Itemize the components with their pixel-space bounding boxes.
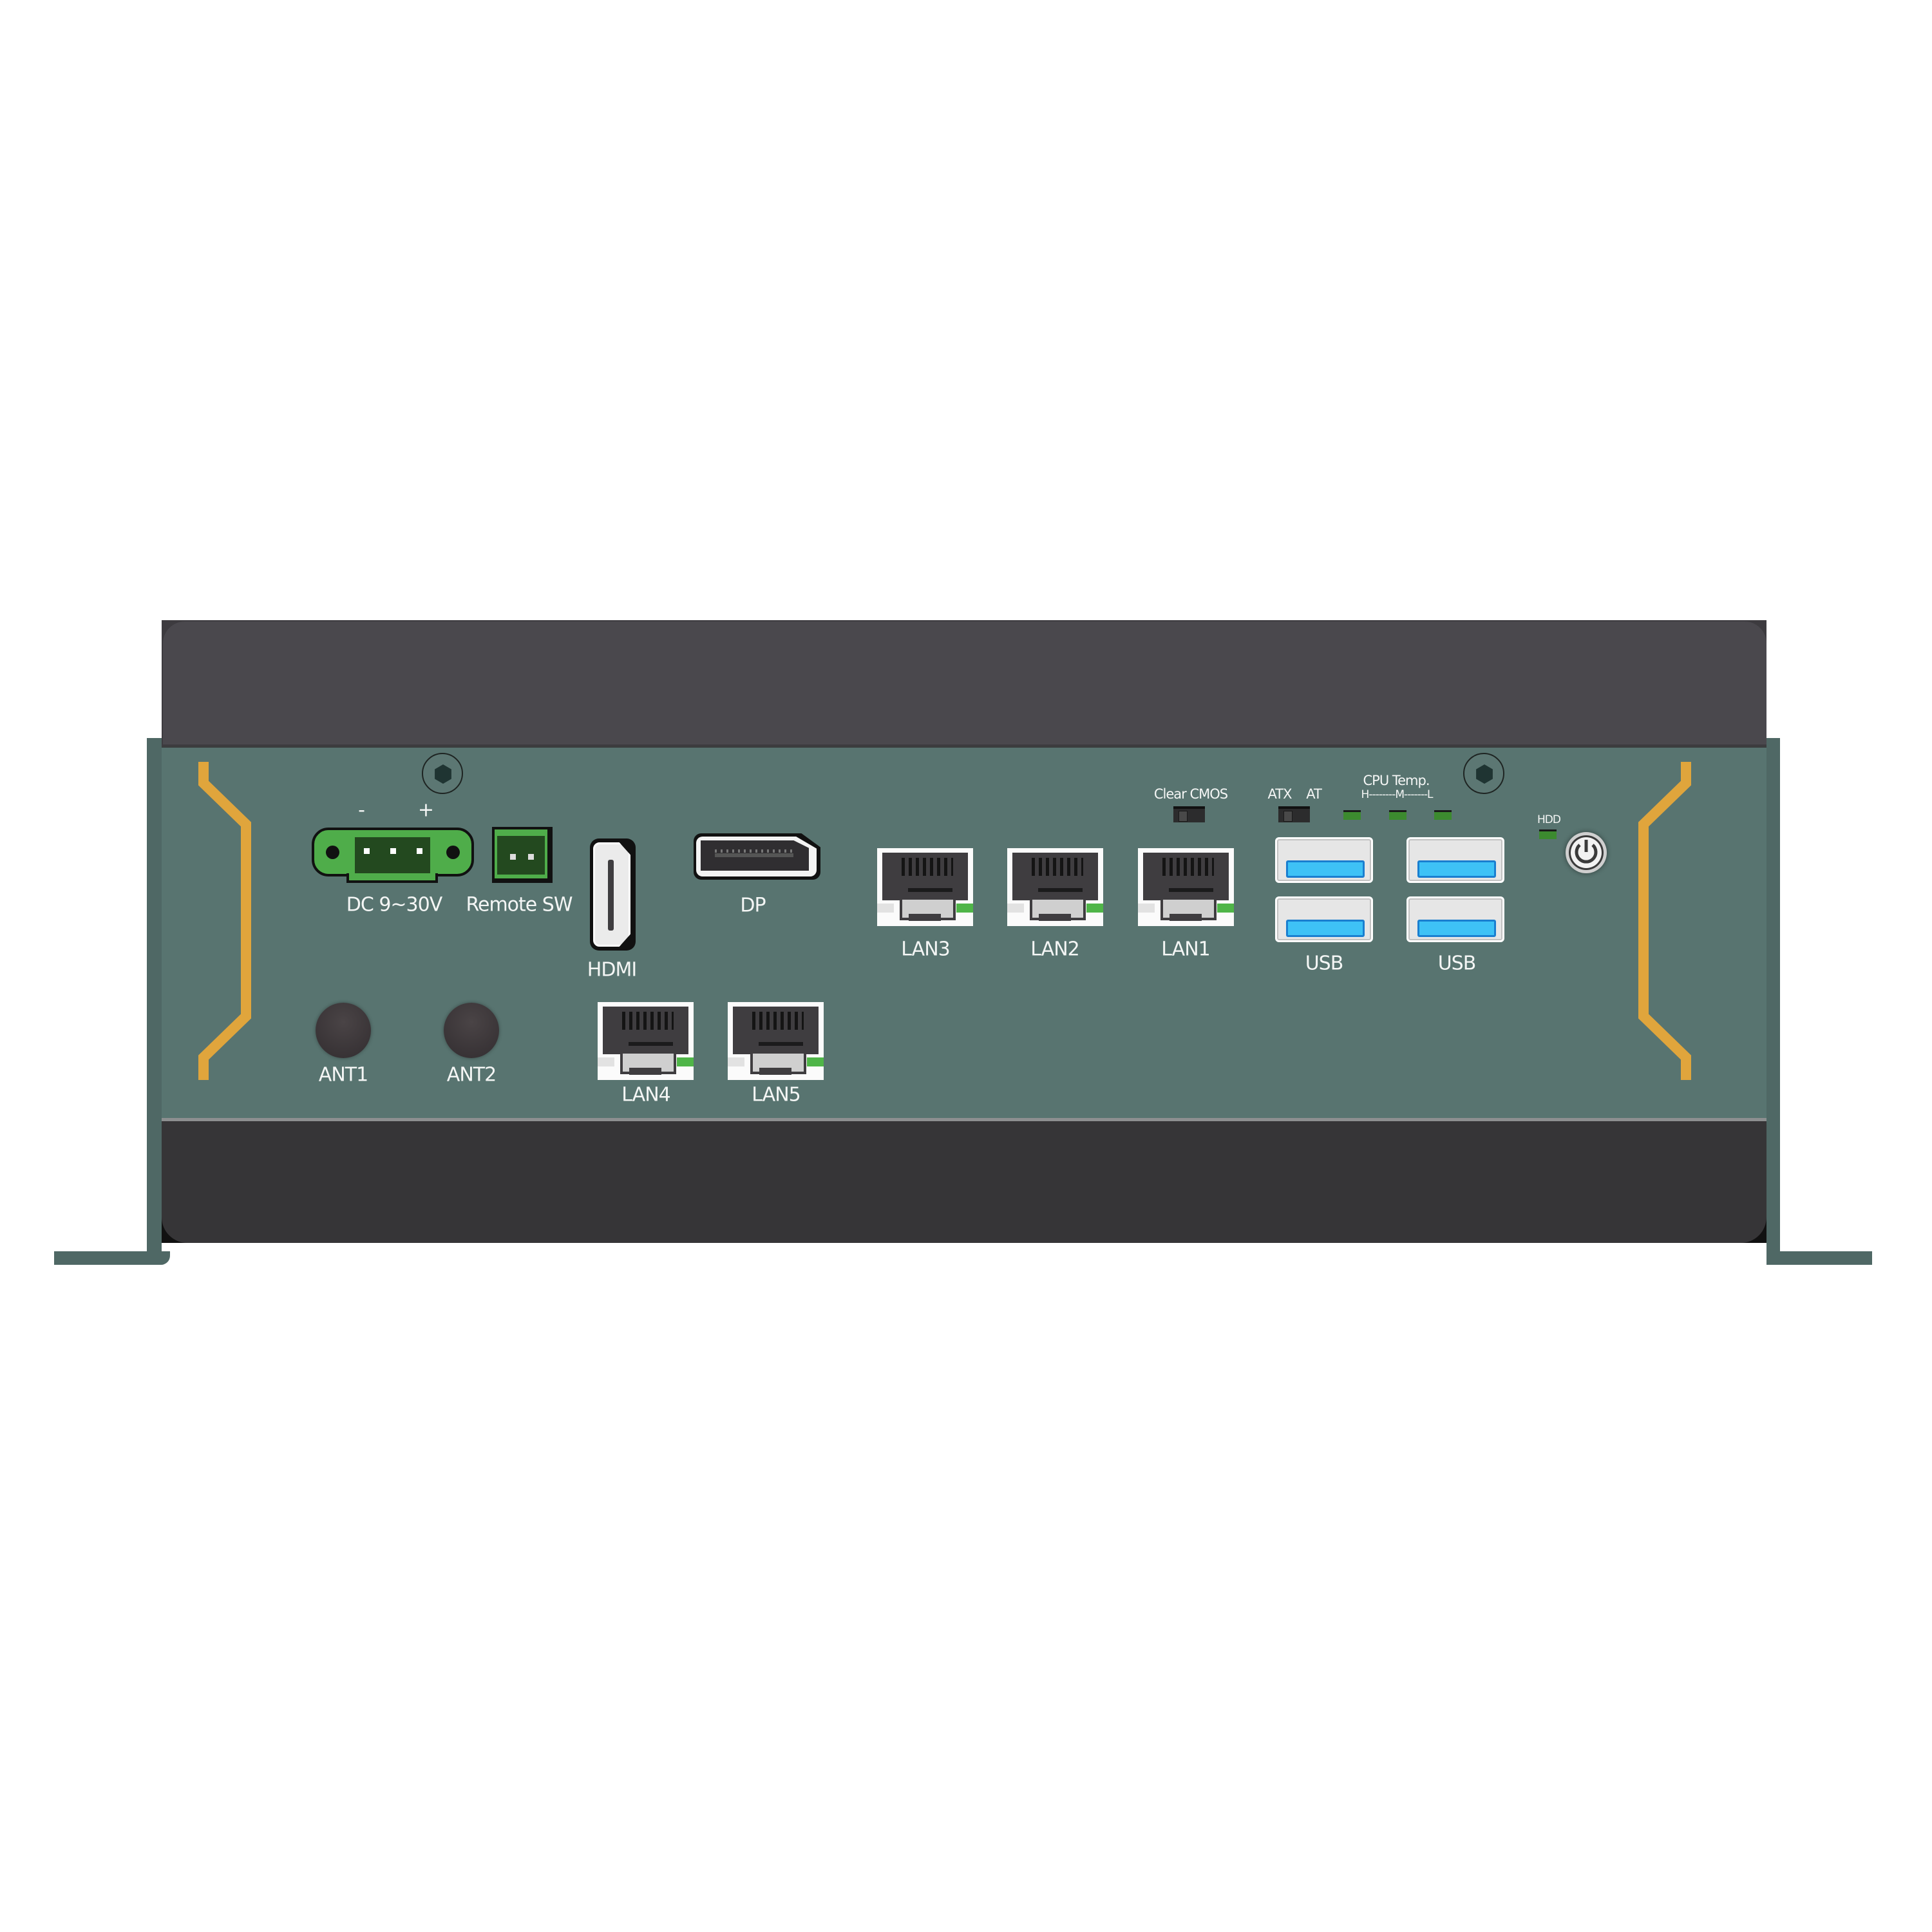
lan-link-led xyxy=(1086,904,1103,913)
hdmi-port[interactable] xyxy=(590,838,636,951)
usb-port-2b[interactable] xyxy=(1406,896,1504,942)
usb-port-1a[interactable] xyxy=(1275,837,1373,883)
lan-link-led xyxy=(956,904,973,913)
terminal-screw-hole-right xyxy=(446,846,460,859)
lan-activity-led xyxy=(598,1057,614,1066)
hdd-label: HDD xyxy=(1537,813,1561,826)
lan-activity-led xyxy=(1138,904,1155,913)
cpu-temp-led-high xyxy=(1343,810,1361,820)
lan1-label: LAN1 xyxy=(1161,938,1210,961)
top-case xyxy=(162,620,1766,747)
panel-screw-left xyxy=(422,753,463,794)
lan2-label: LAN2 xyxy=(1030,938,1079,961)
displayport-port[interactable] xyxy=(694,833,820,880)
terminal-socket xyxy=(355,837,430,875)
left-mounting-foot xyxy=(54,1251,170,1265)
remote-switch-label: Remote SW xyxy=(466,893,573,916)
lan2-port[interactable] xyxy=(1007,848,1103,926)
polarity-plus-label: + xyxy=(417,799,434,822)
lan1-port[interactable] xyxy=(1138,848,1234,926)
at-label: AT xyxy=(1306,786,1322,802)
bottom-case xyxy=(162,1118,1766,1243)
power-button[interactable] xyxy=(1566,832,1607,873)
lan5-label: LAN5 xyxy=(752,1083,800,1106)
usb-group-1-label: USB xyxy=(1305,952,1344,975)
lan-activity-led xyxy=(1007,904,1024,913)
left-mounting-flange xyxy=(147,738,162,1265)
antenna-port-1[interactable] xyxy=(316,1003,371,1058)
atx-label: ATX xyxy=(1267,786,1293,802)
lan-link-led xyxy=(677,1057,694,1066)
terminal-screw-hole-left xyxy=(326,846,339,859)
usb-port-2a[interactable] xyxy=(1406,837,1504,883)
lan-activity-led xyxy=(728,1057,744,1066)
lan3-label: LAN3 xyxy=(901,938,950,961)
remote-switch-terminal[interactable] xyxy=(492,827,553,883)
dc-power-terminal[interactable] xyxy=(312,828,474,876)
cpu-temp-led-medium xyxy=(1389,810,1406,820)
ant2-label: ANT2 xyxy=(446,1063,497,1086)
cpu-temp-title: CPU Temp. xyxy=(1363,773,1430,788)
lan3-port[interactable] xyxy=(877,848,973,926)
dc-terminal-tab xyxy=(346,873,438,883)
hdmi-label: HDMI xyxy=(587,958,637,981)
lan-link-led xyxy=(807,1057,824,1066)
lan-link-led xyxy=(1217,904,1234,913)
panel-screw-right xyxy=(1463,753,1504,794)
antenna-port-2[interactable] xyxy=(444,1003,499,1058)
atx-at-mode-switch[interactable] xyxy=(1278,806,1310,822)
hex-screw-icon xyxy=(435,764,451,784)
clear-cmos-switch[interactable] xyxy=(1173,806,1205,822)
cpu-temp-scale: H--------M-------L xyxy=(1361,788,1434,801)
usb-group-2-label: USB xyxy=(1437,952,1477,975)
lan-activity-led xyxy=(877,904,894,913)
usb-port-1b[interactable] xyxy=(1275,896,1373,942)
cpu-temp-led-low xyxy=(1434,810,1452,820)
lan4-label: LAN4 xyxy=(621,1083,670,1106)
hex-screw-icon xyxy=(1476,764,1493,784)
polarity-minus-label: - xyxy=(358,799,365,822)
lan5-port[interactable] xyxy=(728,1002,824,1080)
dp-label: DP xyxy=(740,894,766,917)
right-mounting-foot xyxy=(1766,1251,1872,1265)
lan4-port[interactable] xyxy=(598,1002,694,1080)
power-icon xyxy=(1569,835,1604,870)
right-mounting-flange xyxy=(1766,738,1780,1265)
ant1-label: ANT1 xyxy=(318,1063,368,1086)
dc-input-label: DC 9~30V xyxy=(346,893,443,916)
clear-cmos-label: Clear CMOS xyxy=(1153,786,1228,802)
hdd-led xyxy=(1539,829,1557,839)
